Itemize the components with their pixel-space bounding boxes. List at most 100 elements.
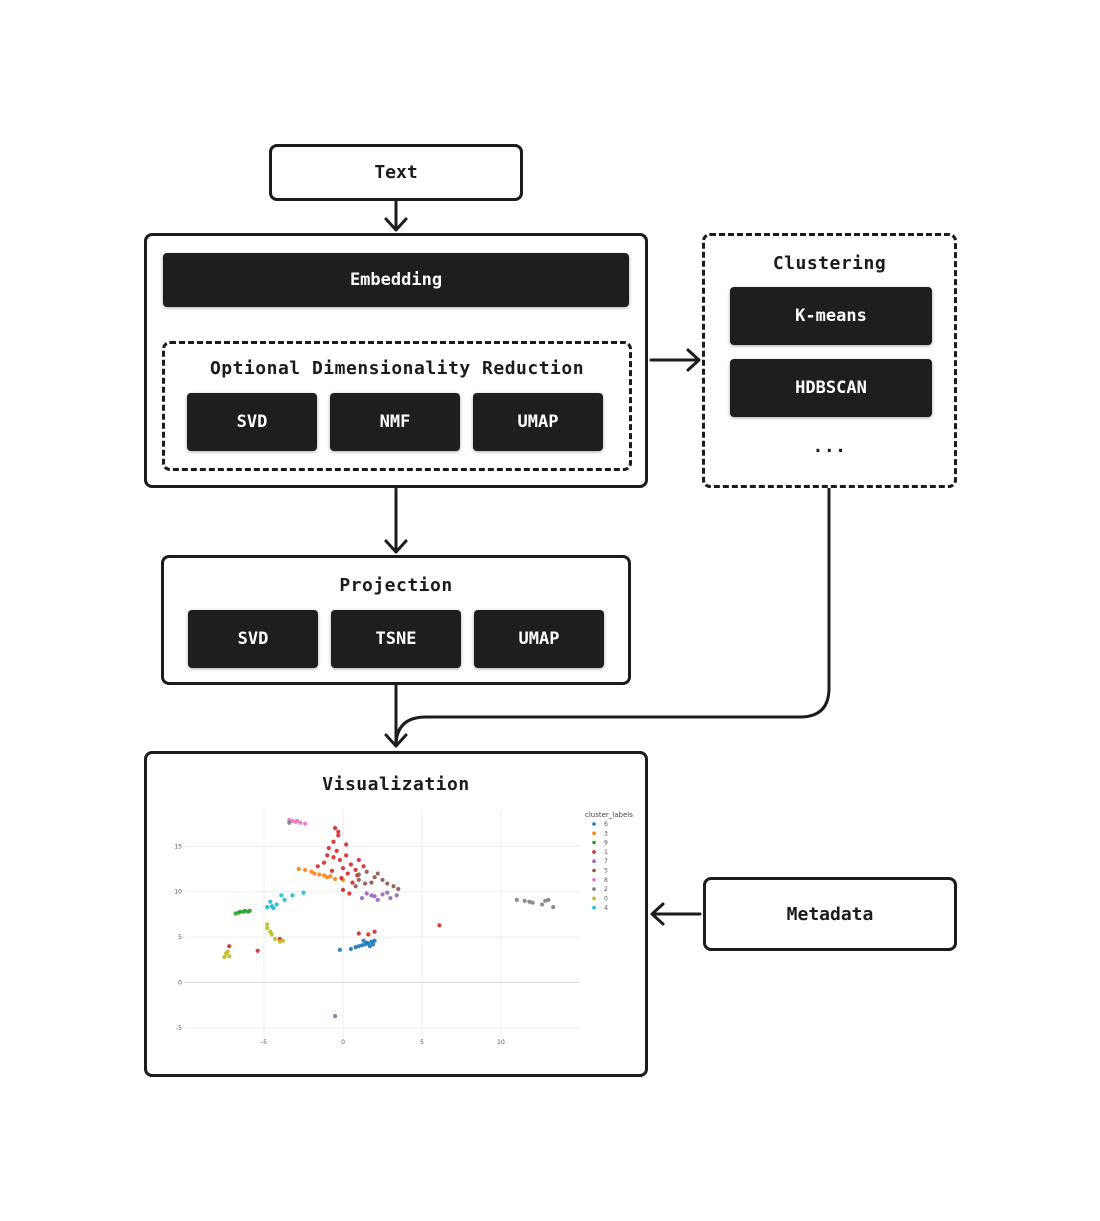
- scatter-point-cluster-1: [227, 944, 232, 949]
- legend-label-8: 8: [604, 877, 608, 884]
- scatter-point-cluster-3: [333, 876, 338, 882]
- scatter-point-cluster-7: [375, 897, 380, 902]
- embedding-group: Embedding Optional Dimensionality Reduct…: [144, 233, 648, 488]
- arrow-metadata-to-visualization: [650, 902, 702, 926]
- legend-label-4: 4: [604, 905, 608, 912]
- scatter-point-cluster-1: [350, 880, 355, 885]
- projection-method-umap-label: UMAP: [518, 629, 560, 649]
- scatter-point-cluster-8: [302, 821, 308, 826]
- scatter-point-cluster-7: [388, 895, 393, 901]
- scatter-point-cluster-0: [280, 938, 286, 943]
- scatter-point-cluster-1: [353, 867, 358, 873]
- scatter-point-cluster-7: [385, 890, 390, 895]
- scatter-point-cluster-8: [290, 818, 295, 823]
- scatter-point-cluster-4: [290, 893, 295, 898]
- scatter-point-cluster-7: [380, 892, 385, 897]
- scatter-point-cluster-6: [367, 944, 372, 949]
- scatter-point-cluster-1: [356, 931, 361, 936]
- projection-title: Projection: [339, 575, 453, 596]
- projection-method-umap: UMAP: [474, 610, 604, 668]
- scatter-point-cluster-5: [364, 869, 369, 874]
- legend-marker-0: [592, 896, 596, 901]
- scatter-point-cluster-3: [317, 872, 322, 877]
- scatter-point-cluster-1: [329, 868, 335, 873]
- arrow-text-to-embedding: [384, 199, 408, 232]
- scatter-point-cluster-5: [356, 877, 361, 883]
- legend-label-5: 5: [604, 868, 608, 875]
- scatter-point-cluster-1: [361, 864, 366, 869]
- scatter-point-cluster-1: [325, 853, 330, 858]
- scatter-point-cluster-2: [539, 902, 545, 907]
- scatter-point-cluster-0: [265, 925, 270, 931]
- legend-label-6: 6: [604, 821, 608, 828]
- scatter-point-cluster-6: [359, 943, 365, 948]
- scatter-point-cluster-2: [527, 899, 532, 904]
- scatter-point-cluster-3: [302, 867, 308, 873]
- legend-label-0: 0: [604, 895, 608, 902]
- scatter-point-cluster-7: [333, 1014, 338, 1019]
- clustering-group: Clustering K-means HDBSCAN ...: [702, 233, 957, 488]
- scatter-point-cluster-9: [233, 911, 238, 916]
- scatter-point-cluster-0: [272, 936, 278, 942]
- scatter-point-cluster-7: [372, 894, 377, 899]
- scatter-point-cluster-1: [339, 876, 344, 881]
- dimensionality-reduction-title: Optional Dimensionality Reduction: [209, 358, 585, 379]
- scatter-point-cluster-5: [396, 886, 401, 892]
- legend-marker-6: [592, 822, 596, 826]
- scatter-point-cluster-5: [380, 877, 385, 883]
- scatter-point-cluster-1: [336, 833, 341, 838]
- reduction-method-nmf: NMF: [330, 393, 460, 451]
- y-tick-label: 10: [174, 889, 182, 896]
- scatter-point-cluster-7: [394, 893, 399, 898]
- scatter-point-cluster-1: [345, 871, 350, 876]
- x-tick-label: 10: [497, 1039, 505, 1046]
- x-tick-label: -5: [261, 1039, 267, 1046]
- projection-method-tsne: TSNE: [331, 610, 461, 668]
- y-tick-label: 5: [178, 934, 182, 941]
- embedding-label: Embedding: [349, 270, 443, 290]
- scatter-point-cluster-0: [222, 954, 227, 960]
- scatter-point-cluster-6: [370, 942, 376, 947]
- scatter-point-cluster-1: [331, 855, 336, 860]
- legend-label-2: 2: [604, 886, 608, 893]
- visualization-title: Visualization: [322, 774, 470, 795]
- scatter-point-cluster-5: [356, 872, 361, 877]
- scatter-point-cluster-9: [247, 908, 252, 913]
- reduction-method-umap-label: UMAP: [517, 412, 559, 432]
- clustering-method-kmeans: K-means: [730, 287, 932, 345]
- metadata-label: Metadata: [786, 903, 874, 925]
- scatter-point-cluster-0: [225, 949, 230, 954]
- text-node: Text: [269, 144, 523, 201]
- legend-label-7: 7: [604, 858, 608, 865]
- metadata-node: Metadata: [703, 877, 957, 951]
- x-tick-label: 5: [420, 1039, 424, 1046]
- scatter-point-cluster-1: [348, 862, 353, 867]
- clustering-method-kmeans-label: K-means: [795, 306, 867, 326]
- scatter-point-cluster-2: [551, 905, 556, 910]
- legend-label-9: 9: [604, 840, 608, 847]
- scatter-point-cluster-5: [372, 875, 377, 880]
- legend-marker-4: [592, 905, 596, 910]
- dimensionality-reduction-group: Optional Dimensionality Reduction SVD NM…: [162, 341, 632, 471]
- scatter-point-cluster-2: [530, 900, 535, 905]
- legend-marker-2: [592, 887, 596, 891]
- legend-marker-9: [592, 840, 596, 845]
- scatter-point-cluster-3: [321, 873, 327, 878]
- reduction-method-umap: UMAP: [473, 393, 603, 451]
- scatter-point-cluster-3: [312, 871, 317, 876]
- legend-marker-7: [592, 859, 596, 863]
- scatter-point-cluster-3: [296, 866, 301, 872]
- projection-method-tsne-label: TSNE: [375, 629, 417, 649]
- arrow-embedding-to-clustering: [649, 348, 701, 372]
- scatter-point-cluster-5: [353, 884, 358, 889]
- scatter-point-cluster-4: [282, 897, 287, 902]
- scatter-point-cluster-1: [340, 866, 346, 871]
- scatter-point-cluster-4: [279, 893, 284, 898]
- scatter-point-cluster-5: [391, 884, 396, 889]
- scatter-point-cluster-1: [333, 826, 338, 831]
- scatter-point-cluster-0: [265, 922, 270, 927]
- scatter-point-cluster-5: [363, 881, 368, 886]
- y-tick-label: 15: [174, 843, 182, 850]
- scatter-point-cluster-1: [344, 842, 349, 847]
- scatter-point-cluster-1: [366, 932, 371, 937]
